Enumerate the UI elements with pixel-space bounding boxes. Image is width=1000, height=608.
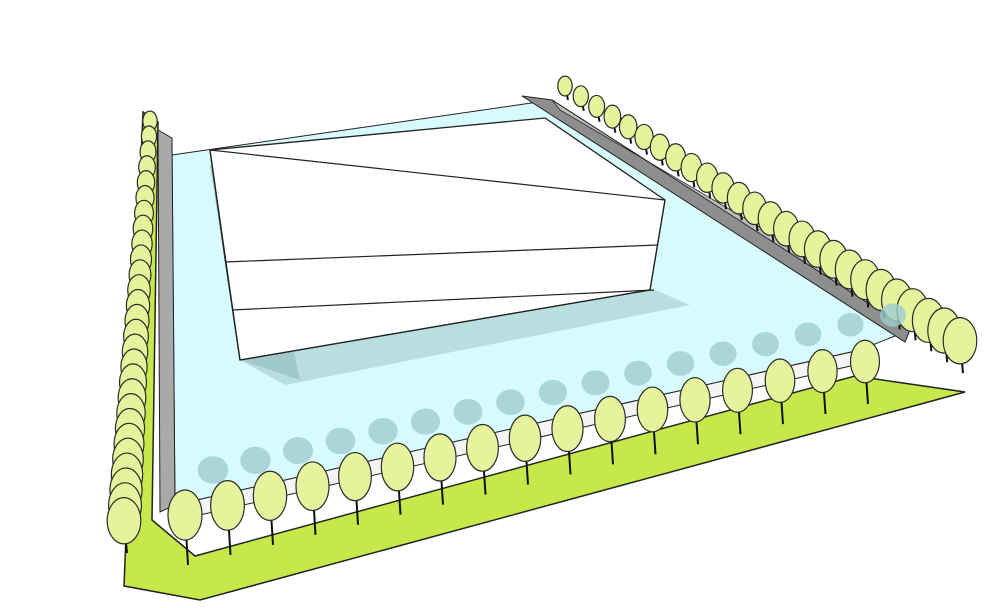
tree [167,456,229,566]
tree [636,351,695,455]
tree [679,341,737,445]
floor-line-lower [231,289,655,311]
tree-crown [849,339,881,384]
tree [508,379,568,485]
tree-shadow [752,331,779,357]
building-right-edge [649,199,666,291]
tree [764,322,822,425]
building-shadow-front [240,290,690,385]
tree-crown [423,433,457,482]
tree-shadow [709,341,737,366]
building-left-edge [209,149,241,361]
tree-crown [603,104,622,129]
tree-shadow [879,303,907,327]
tree-crown [942,317,978,365]
tree-shadow [794,322,822,347]
tree-crown [210,480,245,531]
tree-shadow [368,418,398,445]
tree [557,75,573,101]
tree-crown [572,85,589,108]
tree [593,360,652,465]
tree-row-left [106,110,158,554]
tree-crown [508,414,542,462]
tree-row-back-right [557,75,978,374]
tree [634,123,654,155]
tree-shadow [240,446,271,474]
tree [551,370,610,475]
tree-shadow [538,379,568,406]
tree [588,94,606,122]
tree-crown [338,451,372,502]
tree-crown [557,75,573,97]
tree [572,85,589,112]
tree [210,446,271,555]
tree-row-front [167,303,907,566]
tree [106,497,142,554]
tree [618,114,638,144]
tree-crown [588,94,606,118]
tree-shadow [666,351,695,376]
tree [338,418,398,525]
roof-front-edge [209,149,666,201]
tree-crown [721,367,754,413]
tree [466,389,525,495]
tree-crown [551,405,584,453]
tree [807,312,864,415]
tree-crown [252,470,288,521]
tree [380,408,441,515]
tree-crown [636,386,669,433]
tree [252,437,314,545]
tree-shadow [624,360,652,386]
tree [721,331,779,435]
tree-shadow [453,398,483,425]
tree-shadow [282,437,314,465]
tree [603,104,622,133]
tree-crown [167,489,203,541]
tree-crown [593,395,627,443]
tree-shadow [410,408,441,435]
building-base-edge [239,289,651,361]
tree-crown [807,349,838,394]
tree-crown [106,497,142,545]
tree-crown [295,461,330,512]
tree-shadow [496,389,525,416]
tree-crown [764,358,796,404]
building-layer [209,117,666,361]
tree-crown [618,114,638,140]
tree-shadow [325,427,356,455]
tree [942,317,978,374]
tree-shadow [581,370,610,396]
tree-crown [679,377,711,423]
tree [849,303,907,405]
tree [423,398,483,505]
tree [665,143,687,177]
tree-crown [380,442,415,492]
left-wall [157,129,176,513]
floor-line-upper [224,244,659,263]
tree-shadow [197,456,229,484]
tree-shadow [837,312,864,337]
tree [295,427,356,535]
tree-crown [466,423,499,472]
